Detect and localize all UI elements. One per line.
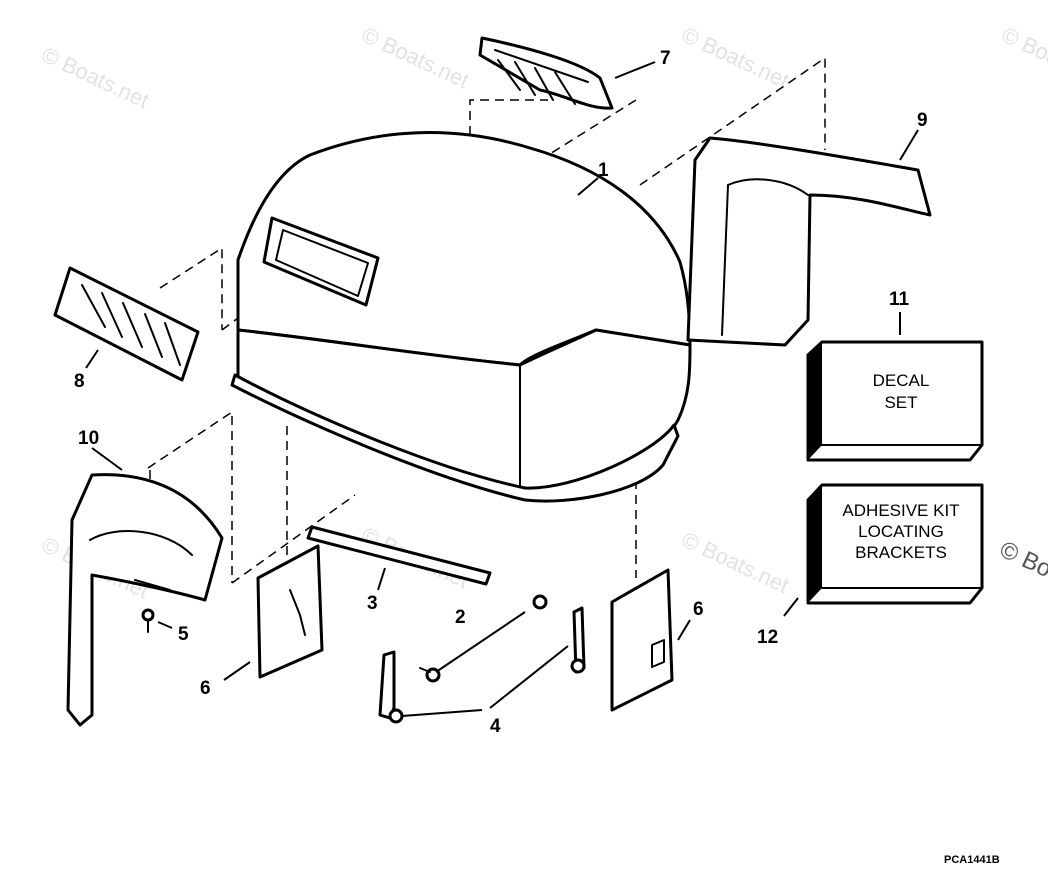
watermark: © Boats.net [998,22,1048,93]
adhesive-box-label-line3: BRACKETS [855,543,947,562]
bracket-left [378,650,404,724]
adhesive-box-label-line1: ADHESIVE KIT [842,501,959,520]
callout-4: 4 [490,716,501,737]
cover-plate-right [610,568,674,712]
rear-upper-cover [686,136,932,347]
seal-strip [306,525,492,586]
watermark-edge: © Bo [995,536,1048,583]
callout-11: 11 [889,289,910,310]
lower-side-cover [66,473,224,727]
decal-box-label-line1: DECAL [873,371,930,390]
watermark: © Boats.net [358,22,473,93]
callout-7: 7 [660,48,671,69]
callout-6-right: 6 [693,599,704,620]
callout-1: 1 [598,160,609,181]
callout-5: 5 [178,624,189,645]
watermark: © Boats.net [38,42,153,113]
callout-labels: 7 1 9 11 8 10 5 3 2 6 6 4 12 [74,48,928,737]
adhesive-box-label-line2: LOCATING [858,522,944,541]
callout-8: 8 [74,371,85,392]
decal-box-label-line2: SET [884,393,917,412]
leader-lines [85,61,919,717]
callout-3: 3 [367,593,378,614]
decal-set-box: DECAL SET [806,340,984,462]
bracket-right [570,606,586,674]
bolts-part-2 [419,594,548,683]
callout-10: 10 [78,428,99,449]
top-vent-grille [478,36,614,110]
drawing-code: PCA1441B [944,854,1000,866]
callout-9: 9 [917,110,928,131]
callout-12: 12 [757,627,778,648]
callout-2: 2 [455,607,466,628]
adhesive-kit-box: ADHESIVE KIT LOCATING BRACKETS [806,483,984,605]
watermark: © Boats.net [678,527,793,598]
cover-plate-left [256,544,324,679]
side-vent-grille [53,266,200,382]
callout-6-left: 6 [200,678,211,699]
screw-part-5 [141,608,155,633]
watermark: © Boats.net [678,22,793,93]
engine-cover [230,131,692,503]
